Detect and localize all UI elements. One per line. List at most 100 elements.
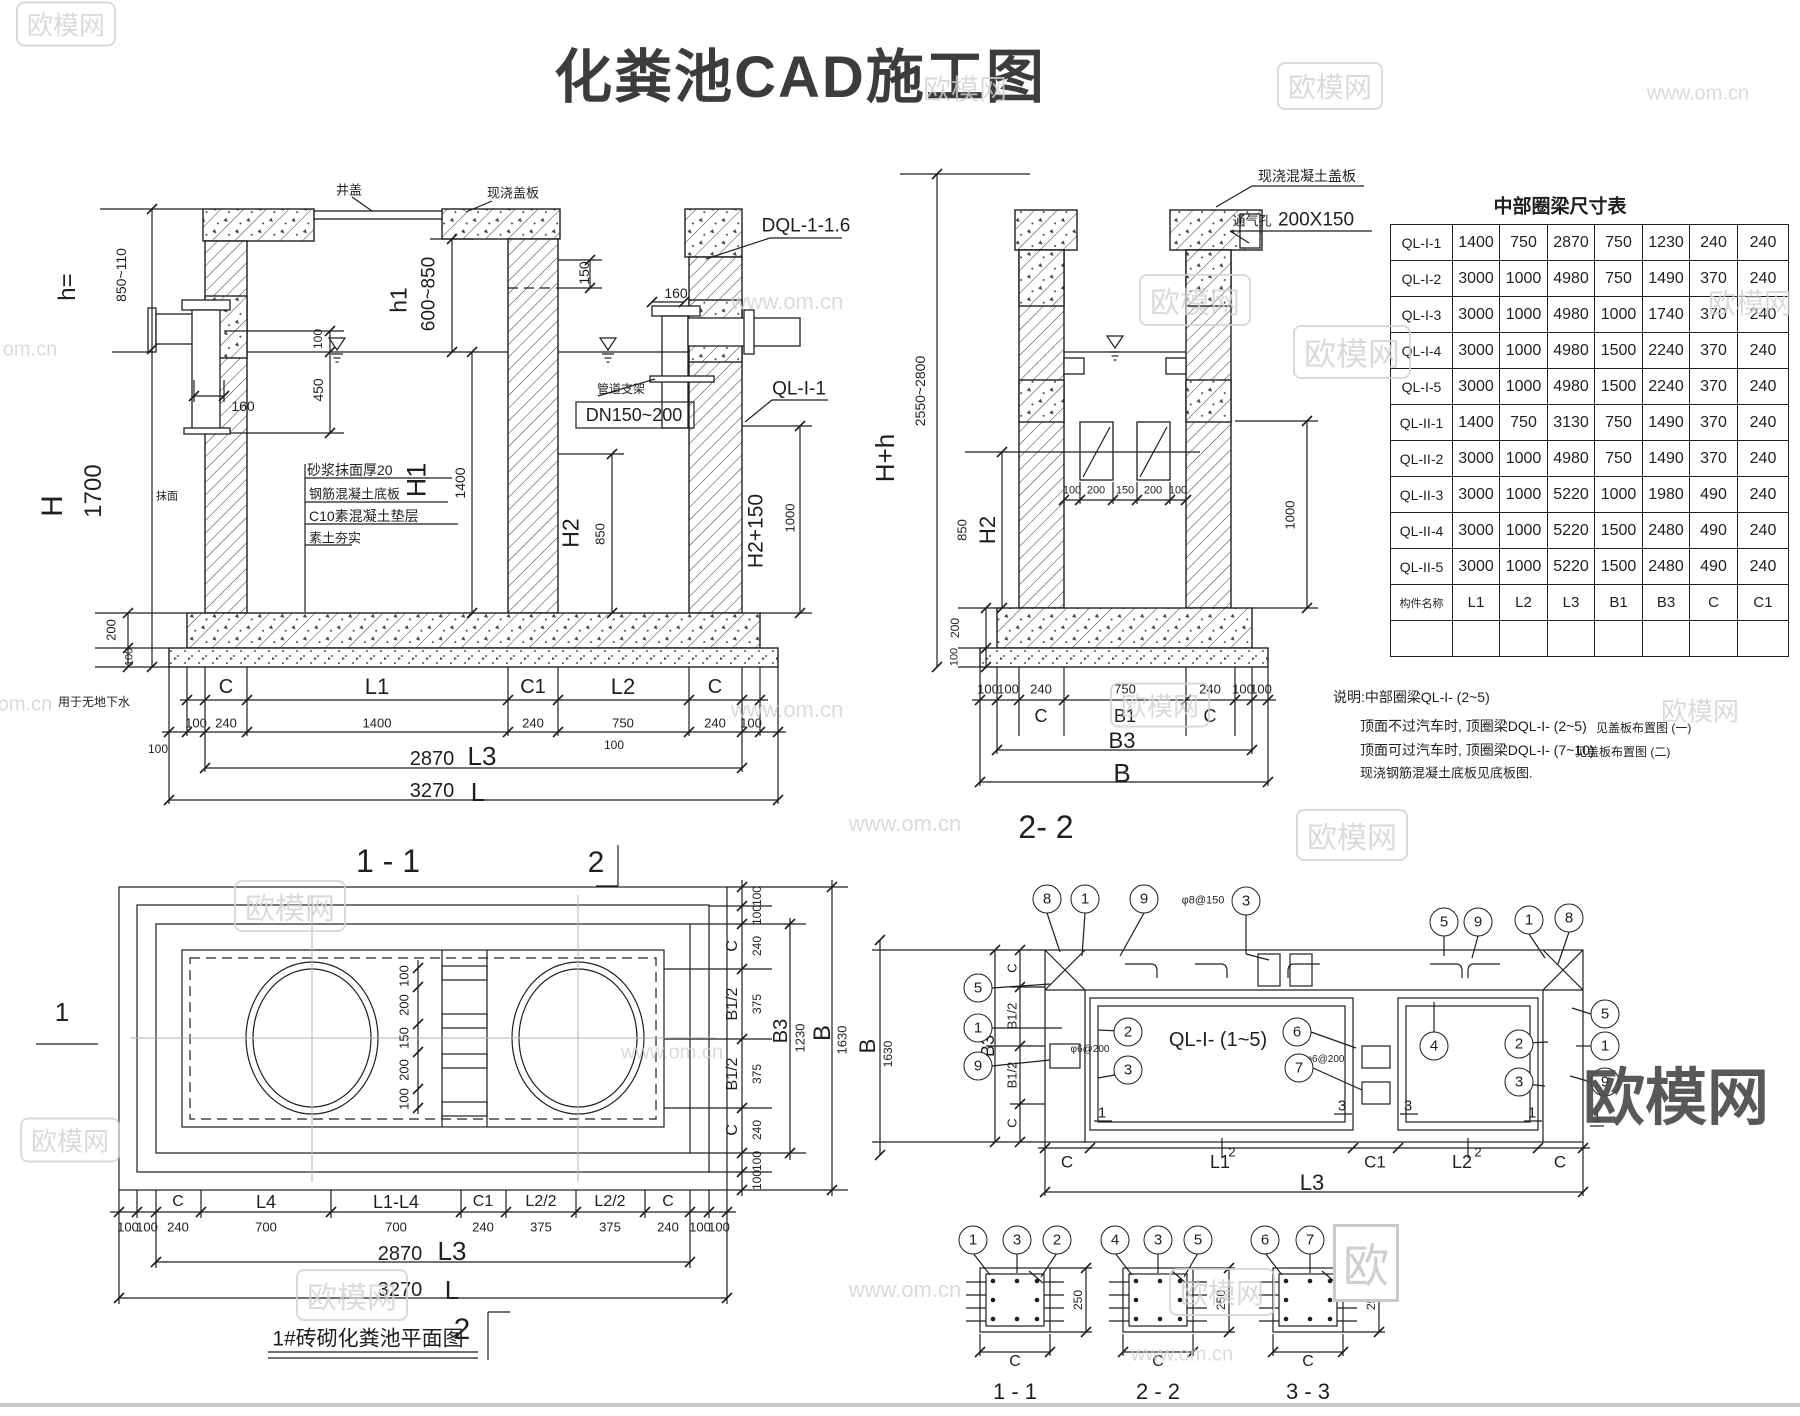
beam-table-cell: B1	[1594, 584, 1643, 621]
beam-table-cell: QL-II-1	[1390, 404, 1453, 441]
beam-table-cell: 1500	[1594, 512, 1643, 549]
beam-table-cell: 1500	[1594, 368, 1643, 405]
rebar-callout-3-22: 3	[1002, 1225, 1032, 1255]
beam-table-cell: 2240	[1642, 368, 1690, 405]
beam-table-cell: 240	[1737, 296, 1789, 333]
beam-table-cell: 2480	[1642, 548, 1690, 585]
plan-num-375a: 375	[530, 1219, 552, 1235]
plan-dim-2870: 2870	[377, 1243, 423, 1265]
beam-table-cell: 240	[1737, 476, 1789, 513]
rebar-callout-1-9: 1	[963, 1013, 993, 1043]
beam-table-cell	[1547, 620, 1595, 657]
rb-marker-1b: 1	[1527, 1104, 1537, 1122]
beam-table-cell: 构件名称	[1390, 584, 1453, 621]
num-100-s2c: 100	[1232, 681, 1254, 697]
rb-marker-1a: 1	[1097, 1104, 1107, 1122]
dim-2870: 2870	[409, 748, 455, 770]
rebar-callout-2-23: 2	[1042, 1225, 1072, 1255]
label-phi6-200-b: φ6@200	[1305, 1054, 1345, 1065]
seg-l2: L2	[610, 674, 636, 699]
rebar-callout-1-21: 1	[958, 1225, 988, 1255]
dim-160-left: 160	[231, 398, 255, 414]
num-240-c: 240	[704, 715, 726, 731]
dim-L: L	[470, 777, 486, 807]
det-dim-c-3: C	[1302, 1353, 1314, 1370]
label-pipe-support: 管道支架	[596, 382, 646, 396]
rb-seg-c-a: C	[1060, 1152, 1074, 1172]
rebar-callout-3-20: 3	[1504, 1067, 1534, 1097]
beam-table-cell: 1000	[1499, 548, 1548, 585]
beam-table-cell: 1490	[1642, 260, 1690, 297]
beam-table-cell: QL-II-4	[1390, 512, 1453, 549]
beam-table-cell: 750	[1594, 260, 1643, 297]
note-line-2: 顶面不过汽车时, 顶圈梁DQL-I- (2~5)	[1360, 718, 1587, 734]
rb-seg-c-b: C	[1553, 1152, 1567, 1172]
rebar-callout-3-25: 3	[1143, 1225, 1173, 1255]
marker-2-top: 2	[587, 846, 605, 879]
beam-table-cell: 3000	[1452, 512, 1500, 549]
rb-marker-2a: 2	[1228, 1144, 1236, 1160]
plan-num-100b: 100	[136, 1219, 158, 1235]
num-100-s2b: 100	[997, 681, 1019, 697]
beam-table-cell: 1000	[1499, 332, 1548, 369]
beam-table-cell	[1452, 620, 1500, 657]
seg-c1: C1	[520, 676, 546, 698]
beam-table-cell: 370	[1689, 368, 1738, 405]
marker-2-bottom: 2	[453, 1313, 471, 1346]
beam-table-cell: 240	[1737, 332, 1789, 369]
beam-table-cell: 370	[1689, 296, 1738, 333]
beam-table-cell: 1000	[1594, 476, 1643, 513]
rebar-callout-4-24: 4	[1100, 1225, 1130, 1255]
note-rc-bottom-slab: 钢筋混凝土底板	[309, 486, 401, 502]
beam-table-cell: 2240	[1642, 332, 1690, 369]
plan-num-700a: 700	[255, 1219, 277, 1235]
det-dim-c-2: C	[1152, 1353, 1164, 1370]
seg-c-a: C	[218, 676, 234, 698]
dim-3270: 3270	[409, 780, 455, 802]
seg-c-s2a: C	[1034, 706, 1048, 726]
title-detail-1-1: 1 - 1	[992, 1379, 1038, 1404]
beam-table-cell	[1737, 620, 1789, 657]
beam-table-cell: QL-II-3	[1390, 476, 1453, 513]
num-100-edge-r: 100	[603, 738, 625, 752]
label-plaster: 抹面	[156, 490, 178, 503]
label-cast-concrete-cover: 现浇混凝土盖板	[1258, 168, 1356, 184]
title-detail-2-2: 2 - 2	[1135, 1379, 1181, 1404]
note-c10: C10素混凝土垫层	[309, 508, 419, 524]
beam-table-cell: 3000	[1452, 260, 1500, 297]
rb-marker-3a: 3	[1337, 1097, 1347, 1115]
title-plan: 1#砖砌化粪池平面图	[272, 1327, 464, 1351]
rb-seg-l1: L1	[1209, 1152, 1231, 1172]
num-100-s2d: 100	[1250, 681, 1272, 697]
rebar-callout-9-2: 9	[1129, 884, 1159, 914]
plan-num-240b: 240	[472, 1219, 494, 1235]
plan-seg-l4: L4	[255, 1192, 277, 1212]
table-title: 中部圈梁尺寸表	[1493, 196, 1627, 218]
label-vent: 通气孔	[1232, 213, 1272, 229]
note-soil: 素土夯实	[309, 530, 362, 546]
note-line-4: 现浇钢筋混凝土底板见底板图.	[1360, 765, 1533, 781]
plan-num-100a: 100	[117, 1219, 139, 1235]
beam-table-cell: L1	[1452, 584, 1500, 621]
beam-table-cell: 2870	[1547, 224, 1595, 261]
dim-100-s2b: 100	[1168, 484, 1188, 497]
rb-marker-1r: 1	[1592, 1109, 1602, 1126]
num-240-a: 240	[215, 715, 237, 731]
beam-table-cell: 370	[1689, 332, 1738, 369]
note-line-3: 顶面可过汽车时, 顶圈梁DQL-I- (7~10)	[1360, 742, 1595, 758]
beam-table-cell: QL-I-4	[1390, 332, 1453, 369]
dim-150-s2: 150	[1115, 484, 1135, 497]
beam-table-cell: 1740	[1642, 296, 1690, 333]
plan-seg-c1: C1	[472, 1193, 494, 1210]
beam-table-cell: 370	[1689, 404, 1738, 441]
note-line-3b: 见盖板布置图 (二)	[1575, 745, 1671, 759]
rb-dim-L3: L3	[1299, 1170, 1325, 1195]
title-section-1-1: 1 - 1	[355, 843, 421, 879]
plan-num-375b: 375	[599, 1219, 621, 1235]
label-dn150-200: DN150~200	[585, 405, 683, 425]
beam-table-cell: 4980	[1547, 368, 1595, 405]
